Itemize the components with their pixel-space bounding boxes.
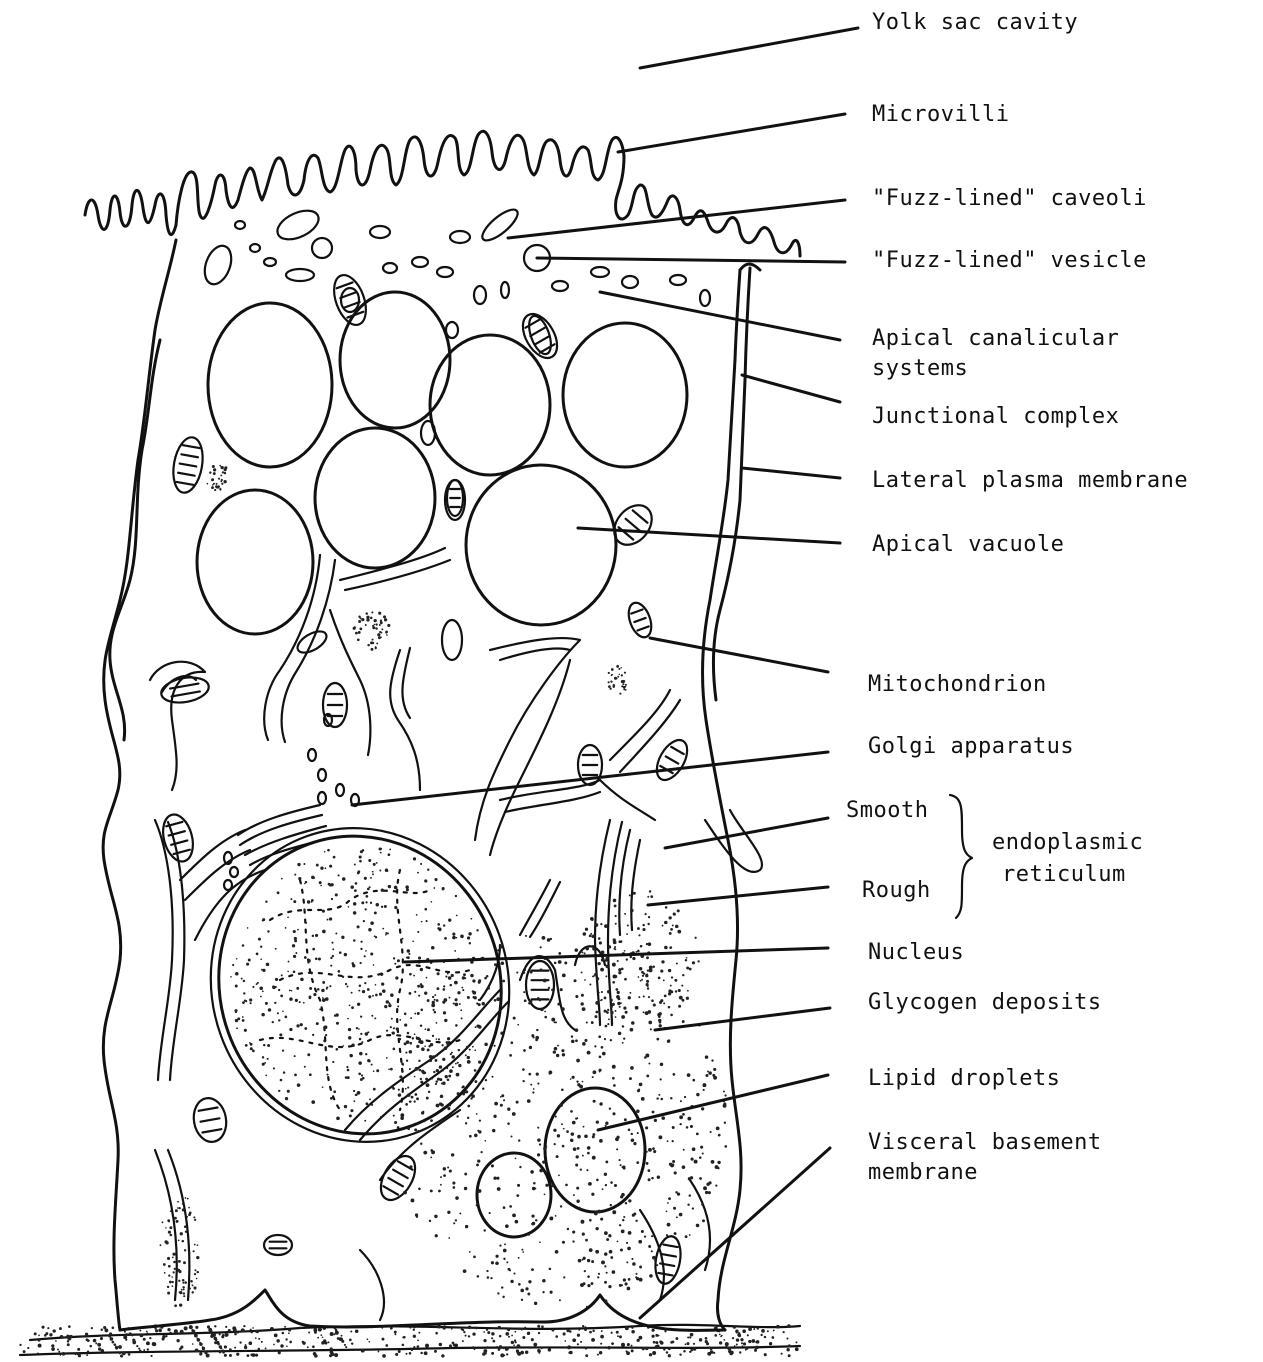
apical-vesicles [200,205,710,660]
label-lateral-plasma-membrane: Lateral plasma membrane [872,468,1188,494]
microvilli [85,131,800,256]
label-junctional-complex: Junctional complex [872,404,1119,430]
label-glycogen-deposits: Glycogen deposits [868,990,1102,1016]
lipid-droplets [477,1088,645,1237]
label-lipid-droplets: Lipid droplets [868,1066,1060,1092]
label-fuzz-caveoli: "Fuzz-lined" caveoli [872,186,1147,212]
leader-lines [352,28,858,1318]
label-visceral-basement-membrane: membrane [868,1160,978,1186]
label-fuzz-vesicle: "Fuzz-lined" vesicle [872,248,1147,274]
golgi-apparatus [224,714,359,890]
label-reticulum: reticulum [1002,862,1126,888]
label-rough: Rough [862,878,931,904]
label-mitochondrion: Mitochondrion [868,672,1047,698]
label-golgi-apparatus: Golgi apparatus [868,734,1074,760]
glycogen-deposits [160,465,728,1308]
label-nucleus: Nucleus [868,940,964,966]
label-apical-vacuole: Apical vacuole [872,532,1064,558]
label-smooth: Smooth [846,798,928,824]
nucleus [167,786,553,1184]
label-visceral-basement: Visceral basement [868,1130,1102,1156]
er-bracket [950,795,972,918]
cell-outline [103,240,760,1330]
label-apical-canalicular-systems: systems [872,356,968,382]
label-apical-canalicular: Apical canalicular [872,326,1119,352]
label-endoplasmic: endoplasmic [992,830,1143,856]
apical-vacuoles [197,292,687,634]
label-yolk-sac-cavity: Yolk sac cavity [872,10,1078,36]
label-microvilli: Microvilli [872,102,1009,128]
